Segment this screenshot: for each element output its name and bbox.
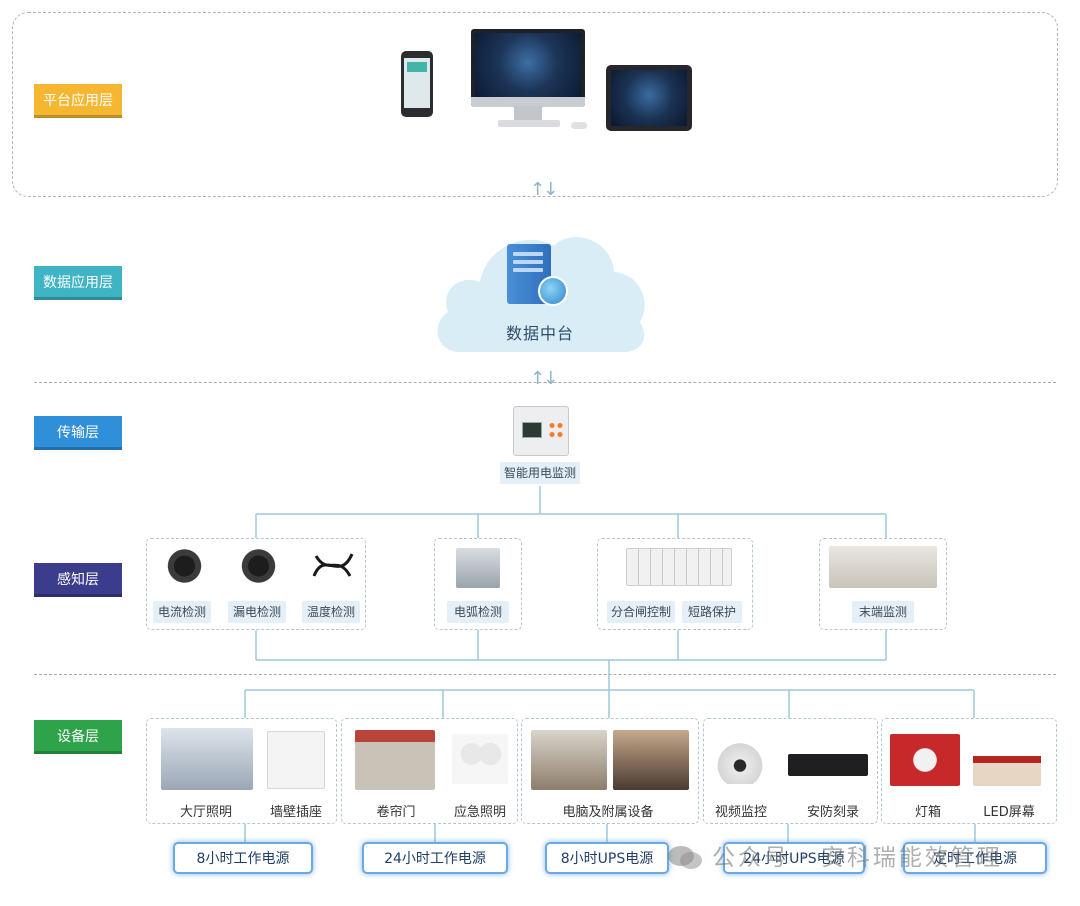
- recorder-photo: [788, 754, 868, 776]
- layer-label-data: 数据应用层: [34, 266, 122, 300]
- power-8h: 8小时工作电源: [173, 842, 313, 874]
- emergency-light-photo: [452, 734, 508, 784]
- label-hall-lighting: 大厅照明: [179, 805, 232, 820]
- lightbox-photo: [890, 734, 960, 786]
- camera-photo: [716, 738, 764, 784]
- label-lightbox: 灯箱: [914, 805, 941, 820]
- power-24h: 24小时工作电源: [362, 842, 508, 874]
- hall-photo: [161, 728, 253, 790]
- office-photo-1: [531, 730, 607, 790]
- platform-layer-frame: [12, 12, 1058, 197]
- label-emergency-lighting: 应急照明: [453, 805, 506, 820]
- led-screen-photo: [973, 734, 1041, 786]
- terminal-monitor-icon: [829, 546, 937, 588]
- cloud-label: 数据中台: [505, 324, 574, 343]
- label-wall-socket: 墙壁插座: [269, 805, 322, 820]
- office-photo-2: [613, 730, 689, 790]
- divider-data-transport: [34, 382, 1056, 383]
- label-temperature: 温度检测: [302, 601, 360, 623]
- label-recorder: 安防刻录: [806, 805, 859, 820]
- label-arc: 电弧检测: [447, 601, 509, 623]
- layer-label-device: 设备层: [34, 720, 122, 754]
- label-led-screen: LED屏幕: [983, 805, 1035, 820]
- up-down-arrow-icon: ↑↓: [530, 179, 558, 200]
- leakage-sensor-icon: [236, 546, 286, 586]
- layer-label-transport: 传输层: [34, 416, 122, 450]
- mouse-icon: [571, 122, 587, 129]
- label-switch-control: 分合闸控制: [607, 601, 675, 623]
- monitor-stand: [514, 106, 542, 120]
- layer-label-platform: 平台应用层: [34, 84, 122, 118]
- tablet-icon: [606, 65, 692, 131]
- globe-icon: [538, 276, 568, 306]
- arc-detector-icon: [456, 548, 500, 588]
- label-current: 电流检测: [153, 601, 211, 623]
- rolling-door-photo: [355, 730, 435, 790]
- smartphone-icon: [401, 51, 433, 117]
- label-leakage: 漏电检测: [228, 601, 286, 623]
- keyboard-icon: [498, 120, 560, 127]
- desktop-monitor-icon: [471, 29, 585, 107]
- label-short-circuit: 短路保护: [682, 601, 742, 623]
- socket-photo: [267, 731, 325, 789]
- label-rolling-door: 卷帘门: [376, 805, 416, 820]
- wechat-icon: [668, 846, 702, 869]
- meter-label: 智能用电监测: [500, 462, 580, 484]
- layer-label-perception: 感知层: [34, 563, 122, 597]
- power-timed: 定时工作电源: [903, 842, 1047, 874]
- label-terminal: 末端监测: [852, 601, 914, 623]
- label-computer: 电脑及附属设备: [562, 805, 654, 820]
- divider-perception-device: [34, 674, 1056, 675]
- label-video: 视频监控: [714, 805, 767, 820]
- power-24h-ups: 24小时UPS电源: [723, 842, 865, 874]
- circuit-breaker-icon: [626, 548, 732, 586]
- power-8h-ups: 8小时UPS电源: [545, 842, 669, 874]
- temperature-probe-icon: [312, 553, 354, 577]
- watermark: 公众号 · 安科瑞能效管理: [712, 845, 1003, 871]
- current-transformer-icon: [162, 546, 212, 586]
- smart-meter-icon: [513, 406, 569, 456]
- up-down-arrow-icon-2: ↑↓: [530, 368, 558, 389]
